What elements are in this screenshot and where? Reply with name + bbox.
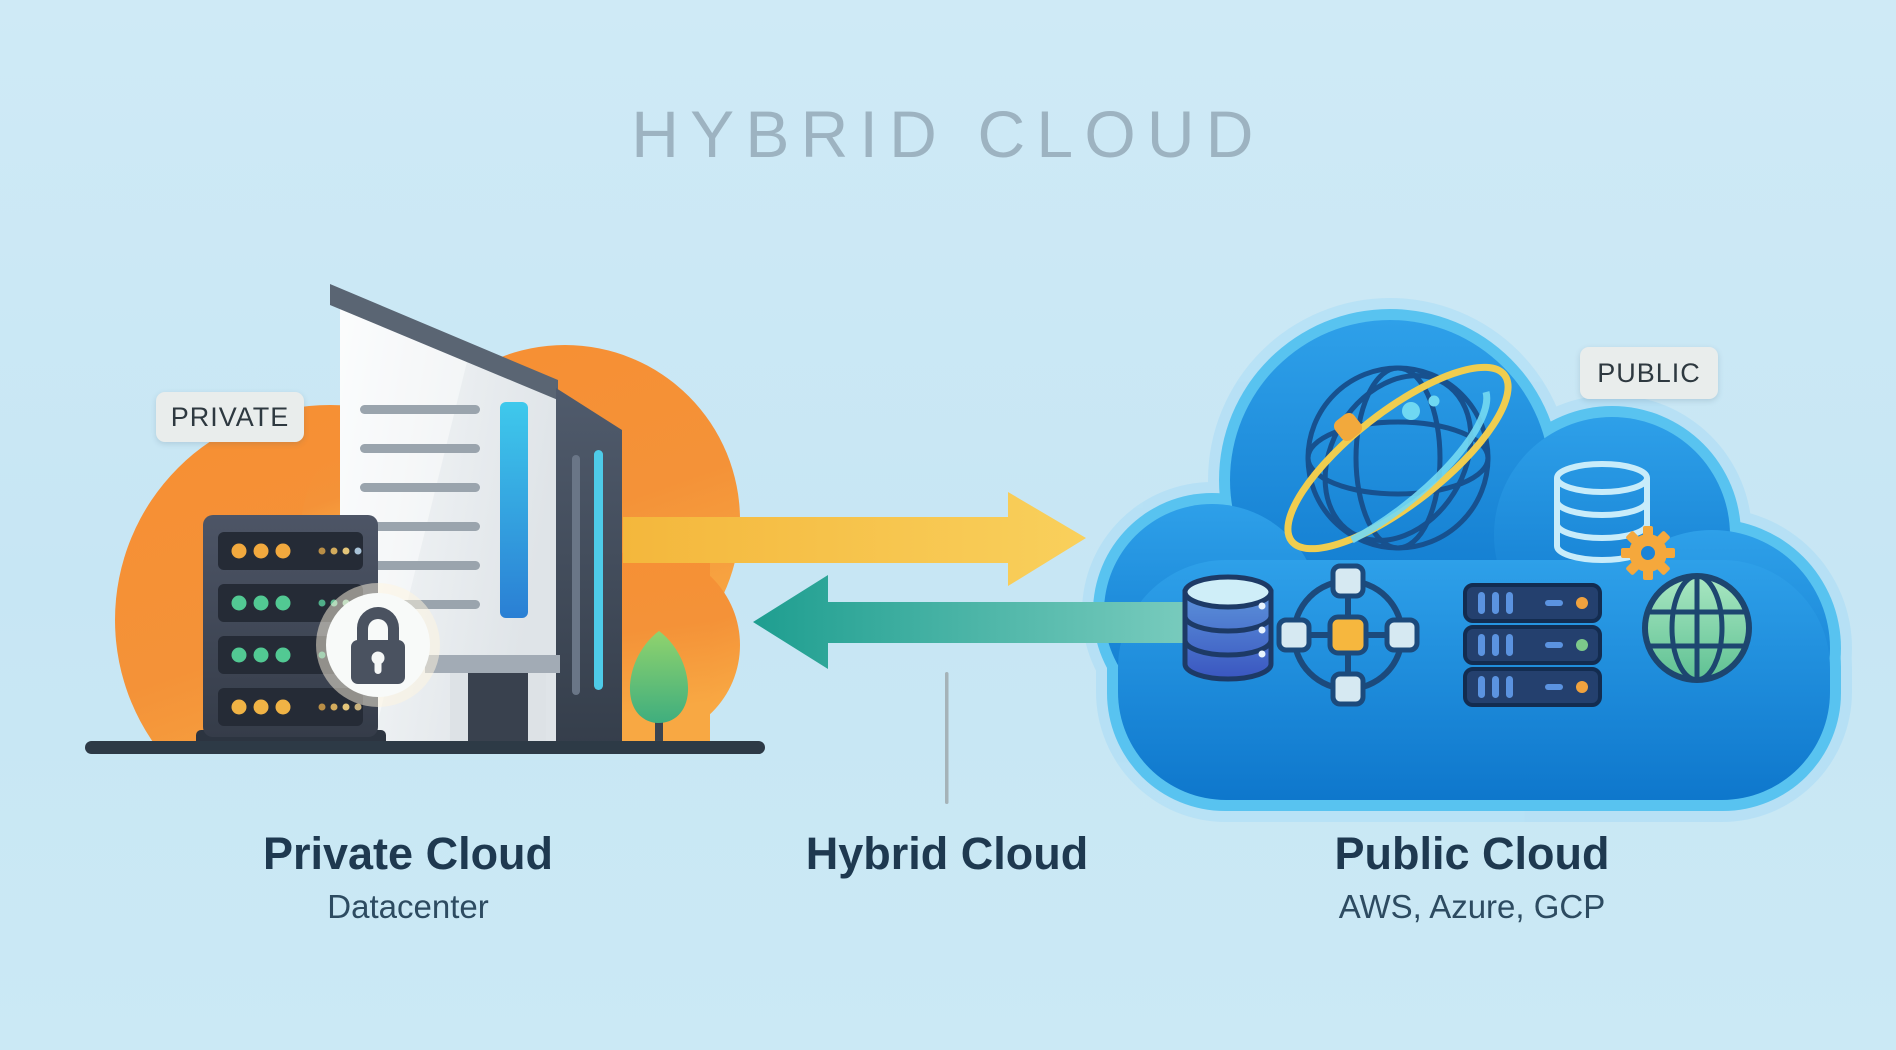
gear-icon xyxy=(1621,526,1675,580)
public-caption: Public Cloud AWS, Azure, GCP xyxy=(1242,828,1702,926)
entrance-door xyxy=(468,673,528,745)
entrance-pillar-left xyxy=(450,673,468,745)
hybrid-caption-title: Hybrid Cloud xyxy=(805,828,1089,879)
building-roof xyxy=(330,284,558,400)
globe-icon xyxy=(1642,573,1752,683)
orbit-node-orange xyxy=(1333,412,1363,442)
entrance-lintel xyxy=(425,655,560,673)
tree xyxy=(629,631,689,747)
arrow-private-to-public xyxy=(623,492,1086,586)
rack-small-leds xyxy=(318,547,362,711)
ground-line xyxy=(85,741,765,754)
private-badge: PRIVATE xyxy=(156,392,304,442)
office-building xyxy=(330,284,622,745)
facade-accent-stripe xyxy=(500,402,528,618)
building-side-wall xyxy=(556,388,622,745)
private-caption-title: Private Cloud xyxy=(262,828,554,879)
entrance-pillar-right xyxy=(528,673,546,745)
cluster-nodes-icon xyxy=(1276,563,1420,707)
diagram-title: HYBRID CLOUD xyxy=(631,97,1265,171)
public-cloud-body xyxy=(1104,320,1830,800)
server-stack-icon xyxy=(1463,583,1602,707)
arrow-public-to-private xyxy=(753,575,1205,669)
hybrid-connector-line xyxy=(945,672,949,804)
orbit-node-cyan-small xyxy=(1428,395,1440,407)
wall-stripe-gray xyxy=(572,455,580,695)
public-caption-title: Public Cloud xyxy=(1334,828,1610,879)
public-badge: PUBLIC xyxy=(1580,347,1718,399)
lock-badge xyxy=(316,583,440,707)
hybrid-caption: Hybrid Cloud xyxy=(717,828,1177,880)
network-sphere-icon xyxy=(1284,363,1512,553)
database-icon xyxy=(1182,574,1274,682)
private-caption-subtitle: Datacenter xyxy=(327,888,489,925)
database-gear-icon xyxy=(1554,461,1675,580)
orbit-node-cyan xyxy=(1402,402,1420,420)
rack-leds xyxy=(231,543,291,715)
wall-stripe-cyan xyxy=(594,450,603,690)
private-caption: Private Cloud Datacenter xyxy=(178,828,638,926)
public-caption-subtitle: AWS, Azure, GCP xyxy=(1338,888,1606,925)
